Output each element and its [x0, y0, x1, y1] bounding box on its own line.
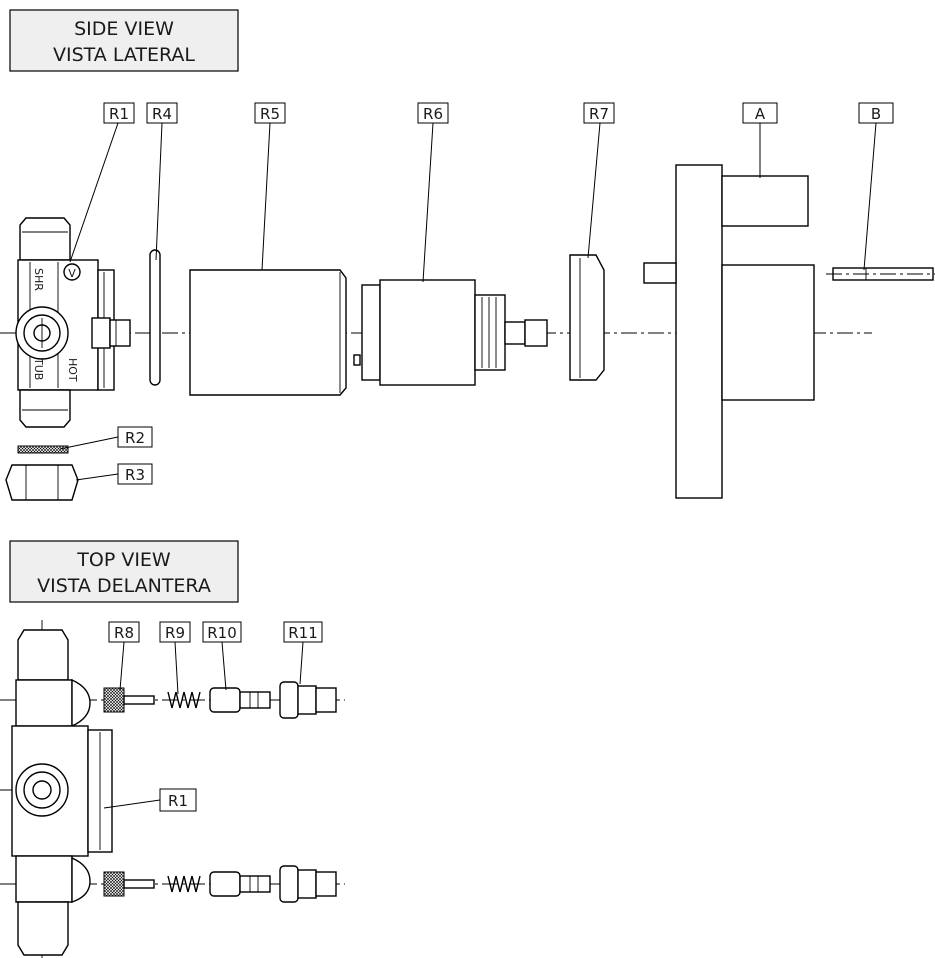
side-view-title-line2: VISTA LATERAL [53, 44, 195, 66]
bonnet-nut-r7 [569, 254, 605, 381]
svg-text:R9: R9 [165, 624, 185, 642]
svg-text:R4: R4 [152, 105, 172, 123]
v-symbol-icon [63, 263, 81, 281]
bonnet-r11-upper [279, 681, 337, 719]
top-view-title-line2: VISTA DELANTERA [37, 575, 211, 597]
svg-text:R2: R2 [125, 429, 145, 447]
valve-body-top [11, 629, 113, 956]
svg-text:A: A [755, 105, 766, 123]
callout-r4: R4 [146, 102, 178, 124]
spring-r9-upper [167, 691, 201, 709]
screw-b [826, 267, 935, 281]
cartridge-r6 [353, 279, 548, 386]
stem-r8-upper [103, 687, 155, 713]
callout-r6: R6 [417, 102, 449, 124]
callout-r5: R5 [254, 102, 286, 124]
plunger-r10-upper [209, 687, 271, 713]
top-view-title-line1: TOP VIEW [76, 549, 171, 571]
callout-r11: R11 [283, 621, 323, 643]
callout-r1: R1 [103, 102, 135, 124]
valve-body-side: V SHR TUB HOT [15, 217, 131, 428]
hot-marking: HOT [66, 358, 79, 382]
svg-text:R7: R7 [589, 105, 609, 123]
trim-plate-a [643, 164, 815, 499]
nut-r3 [5, 464, 79, 501]
o-ring-r4 [149, 249, 161, 386]
sleeve-r5 [189, 269, 347, 396]
callout-r8: R8 [108, 621, 140, 643]
svg-text:R10: R10 [207, 624, 237, 642]
callout-r1-top: R1 [159, 788, 197, 812]
shr-marking: SHR [32, 268, 45, 291]
callout-r2: R2 [117, 426, 153, 448]
svg-text:V: V [68, 267, 76, 280]
svg-text:R5: R5 [260, 105, 280, 123]
callout-r9: R9 [159, 621, 191, 643]
svg-text:R6: R6 [423, 105, 443, 123]
callout-r7: R7 [583, 102, 615, 124]
svg-text:R3: R3 [125, 466, 145, 484]
bonnet-r11-lower [279, 865, 337, 903]
stem-r8-lower [103, 871, 155, 897]
plunger-r10-lower [209, 871, 271, 897]
tub-marking: TUB [32, 357, 45, 380]
side-view-title: SIDE VIEW VISTA LATERAL [9, 9, 239, 72]
top-view-title: TOP VIEW VISTA DELANTERA [9, 540, 239, 603]
callout-r3: R3 [117, 463, 153, 485]
side-view-title-line1: SIDE VIEW [74, 18, 174, 40]
svg-text:R11: R11 [288, 624, 318, 642]
callout-r10: R10 [202, 621, 242, 643]
callout-b: B [858, 102, 894, 124]
spring-r9-lower [167, 875, 201, 893]
svg-text:R8: R8 [114, 624, 134, 642]
callout-a: A [742, 102, 778, 124]
washer-r2 [17, 445, 69, 454]
svg-text:R1: R1 [109, 105, 129, 123]
svg-text:B: B [871, 105, 881, 123]
svg-text:R1: R1 [168, 792, 188, 810]
